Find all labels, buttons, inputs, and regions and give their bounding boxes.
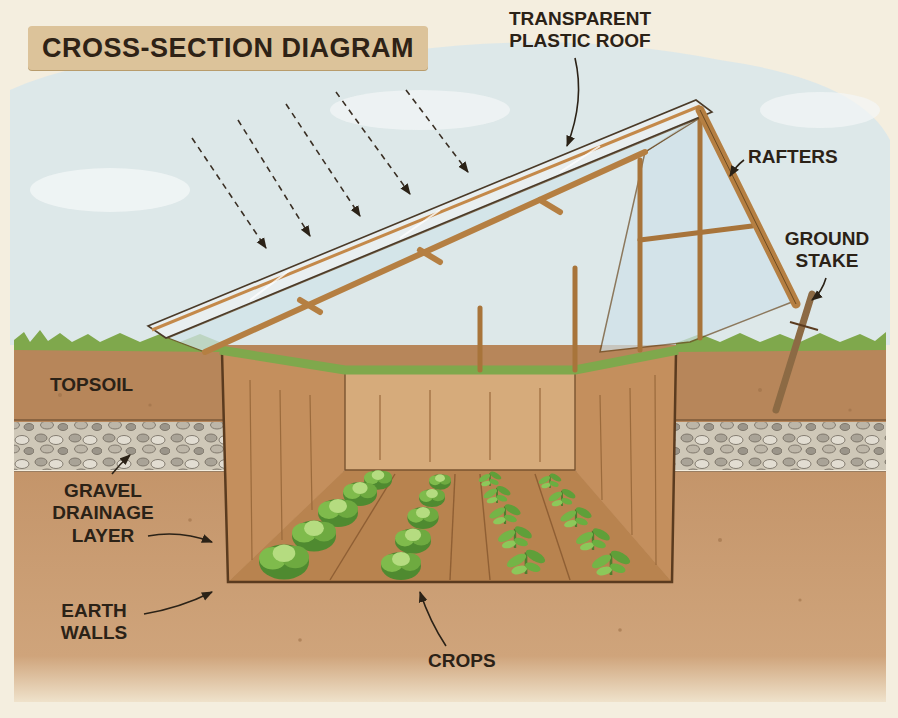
ground-stake [776, 294, 812, 410]
cloud [330, 90, 510, 130]
sun-ray [238, 120, 310, 236]
sprout [477, 470, 502, 487]
speck [148, 403, 151, 406]
post [638, 160, 643, 350]
part-label: TOPSOIL [50, 374, 180, 396]
part-label: RAFTERS [748, 146, 868, 168]
speck [798, 598, 801, 601]
sprout [574, 526, 612, 552]
wall-strokes [380, 388, 540, 462]
speck [618, 628, 622, 632]
roof-edge-beam [152, 106, 700, 330]
speck [188, 518, 192, 522]
pit-grass-edge [220, 350, 678, 370]
lettuce [407, 507, 438, 529]
furrows [330, 474, 570, 580]
speck [298, 638, 302, 642]
sun-ray [336, 92, 410, 194]
cloud [30, 168, 190, 212]
stake-tie [790, 322, 818, 330]
cloud [760, 92, 880, 128]
brace [640, 226, 752, 240]
left-wall [222, 352, 345, 582]
pit-outline [222, 352, 676, 582]
furrow [450, 474, 455, 580]
sprout [547, 487, 577, 507]
speck [718, 538, 722, 542]
sun-ray [192, 138, 266, 248]
leader-arrow [144, 592, 212, 614]
leader-arrow [148, 534, 212, 542]
back-wall [345, 372, 575, 470]
shine [250, 146, 600, 300]
lettuce [419, 489, 445, 507]
part-label: GROUND STAKE [768, 228, 886, 273]
sprout [559, 505, 593, 529]
leader-arrow [567, 58, 579, 146]
part-label: TRANSPARENT PLASTIC ROOF [478, 8, 682, 53]
sprout [482, 484, 512, 504]
rafter [205, 152, 645, 352]
pit-floor [228, 470, 672, 582]
sprout [496, 524, 534, 550]
title-banner: CROSS-SECTION DIAGRAM [28, 26, 428, 70]
lettuce [395, 528, 431, 553]
purlin [540, 200, 560, 212]
rafters [205, 152, 645, 352]
sun-ray [406, 90, 468, 172]
leader-arrow [812, 278, 826, 300]
purlin [300, 300, 320, 312]
leader-lines [112, 58, 826, 646]
end-rafter [700, 110, 796, 304]
part-label: CROPS [428, 650, 538, 672]
pit-edges [345, 372, 575, 470]
post [698, 118, 703, 338]
diagram-title: CROSS-SECTION DIAGRAM [42, 33, 414, 63]
crop-rows [259, 470, 632, 580]
part-label: GRAVEL DRAINAGE LAYER [34, 480, 172, 547]
leader-arrow [730, 160, 744, 176]
plastic-roof [148, 100, 712, 338]
speck [758, 388, 762, 392]
leader-arrow [420, 592, 446, 646]
part-label: EARTH WALLS [38, 600, 150, 645]
end-rafter-line [700, 110, 796, 304]
leader-arrow [112, 455, 130, 474]
sun-ray [286, 104, 360, 216]
sprout [505, 547, 547, 576]
sprout [537, 472, 562, 489]
roof-shine [250, 146, 600, 300]
post [573, 268, 578, 370]
lettuce [259, 545, 309, 580]
roof-underside [168, 118, 700, 352]
sprout [590, 548, 632, 577]
purlin [420, 250, 440, 262]
speck [848, 408, 851, 411]
lettuce [381, 552, 421, 580]
lettuce [429, 474, 451, 489]
post [478, 308, 483, 370]
sprout [488, 502, 522, 526]
furrow [480, 474, 490, 580]
